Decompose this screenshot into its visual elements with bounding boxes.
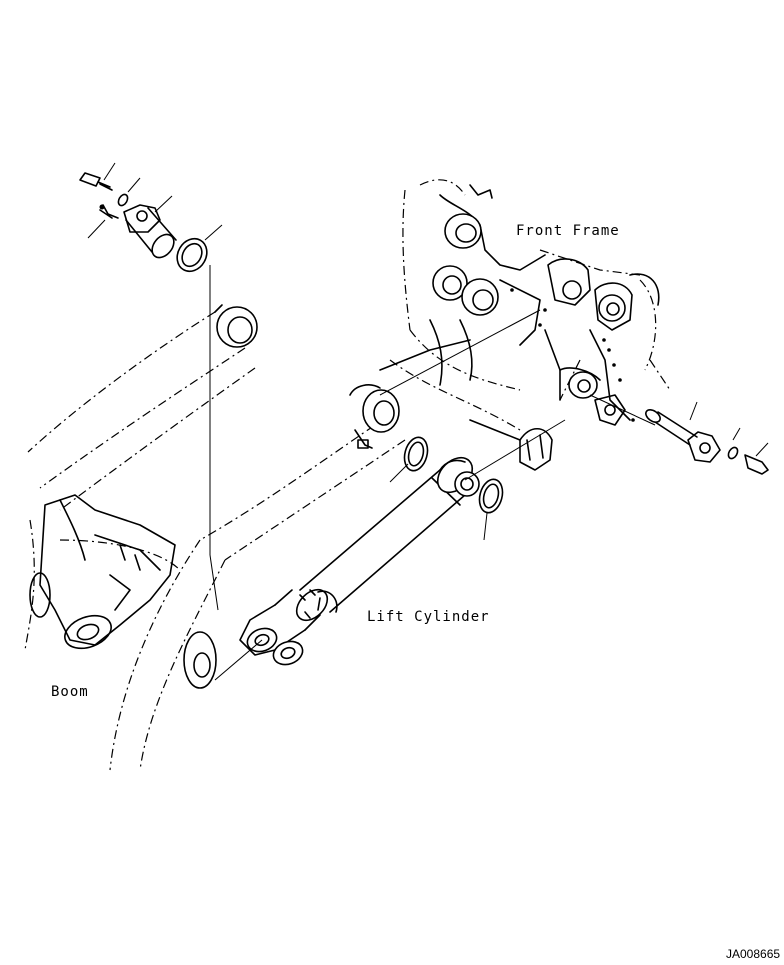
label-front-frame: Front Frame — [516, 223, 620, 239]
washer-frame-left — [389, 436, 429, 483]
pin-assembly-top — [79, 162, 177, 259]
lift-cylinder — [183, 456, 480, 689]
boom-outline — [24, 311, 406, 771]
label-boom: Boom — [51, 684, 89, 700]
boom-cross-member — [29, 494, 176, 650]
boom-bushing-upper — [214, 304, 258, 348]
alignment-lines — [209, 265, 656, 681]
figure-reference-code: JA008665 — [726, 947, 781, 961]
washer-top — [176, 224, 223, 273]
label-lift-cylinder: Lift Cylinder — [367, 609, 490, 625]
frame-lower-bracket — [519, 427, 553, 471]
washer-frame-right — [478, 478, 504, 541]
boom-bushing-center — [349, 384, 400, 449]
pin-assembly-right — [645, 401, 769, 475]
front-frame — [379, 179, 671, 441]
